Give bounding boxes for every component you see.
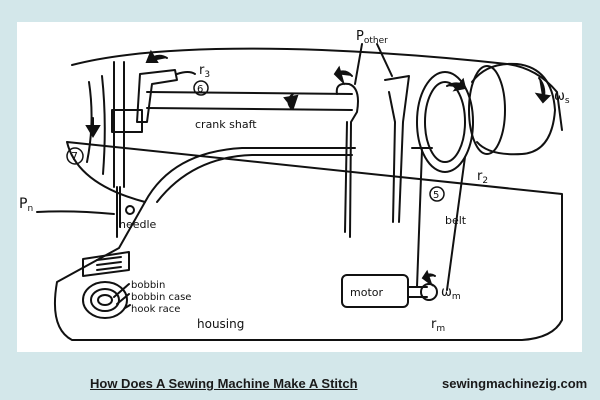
arrow-motor [421,269,436,287]
label-6: 6 [197,84,203,95]
hook-race [82,281,128,319]
arrow-pulley [446,77,467,92]
motor-pulley [420,283,438,301]
crank-shaft [146,91,353,111]
arrow-shaft-1 [283,93,299,111]
label-rm: rm [431,317,445,334]
needle-bar [111,61,143,188]
label-7: 7 [71,150,78,163]
diagram-panel: Pother r3 6 7 5 crank shaft ωs r2 belt P… [17,22,582,352]
leader-pn [36,210,115,215]
flywheel-face [468,65,506,155]
flywheel [471,62,556,156]
sewing-machine-diagram: Pother r3 6 7 5 crank shaft ωs r2 belt P… [19,29,570,341]
motor-shaft [407,286,428,298]
label-r2: r2 [477,169,488,186]
label-omega-s-sub: s [565,96,570,106]
bobbin [97,294,113,306]
label-r3: r3 [199,63,210,80]
marker-5-circle [429,186,445,202]
leader-pother [354,43,393,85]
label-hook-race: hook race [131,304,180,315]
label-belt: belt [445,214,467,227]
throat-outline [156,154,353,203]
bobbin-case [90,288,120,312]
throat-plate-slots [96,256,122,271]
label-p-other: Pother [356,29,388,46]
pendulum-link-1 [335,82,359,238]
label-r2-sub: 2 [482,176,488,186]
caption-title[interactable]: How Does A Sewing Machine Make A Stitch [90,376,358,391]
leader-bobbin [113,283,131,309]
label-p-other-sub: other [364,36,388,46]
throat-plate [82,251,130,277]
label-omega-s: ωs [554,89,570,106]
label-pn: Pn [19,196,33,214]
crank-arm [136,69,178,123]
pulley-r2-inner [424,81,466,163]
marker-7-circle [66,147,84,165]
label-needle: needle [119,218,157,231]
label-omega-m-sub: m [452,292,461,302]
label-motor: motor [350,286,383,299]
head-inner-line [86,75,106,175]
label-crank-shaft: crank shaft [195,118,257,131]
arrow-flywheel [534,77,552,104]
pendulum-link-2 [384,75,410,223]
belt [416,149,466,291]
pulley-r2 [416,71,474,173]
label-5: 5 [433,190,439,201]
caption-site: sewingmachinezig.com [442,376,588,391]
label-bobbin-case: bobbin case [131,292,191,303]
leader-r3 [176,71,196,75]
label-housing: housing [197,317,244,331]
label-rm-sub: m [436,324,445,334]
label-bobbin: bobbin [131,280,165,291]
label-pn-sub: n [27,204,33,214]
label-r3-sub: 3 [204,70,210,80]
motor [341,274,409,308]
arrow-head-rotation [145,49,168,63]
marker-6-circle [193,80,209,96]
arrow-needle-down [85,117,101,138]
label-omega-m: ωm [441,285,461,302]
needle-knob [125,205,135,215]
needle [116,186,121,238]
arrow-pendulum [333,65,353,86]
